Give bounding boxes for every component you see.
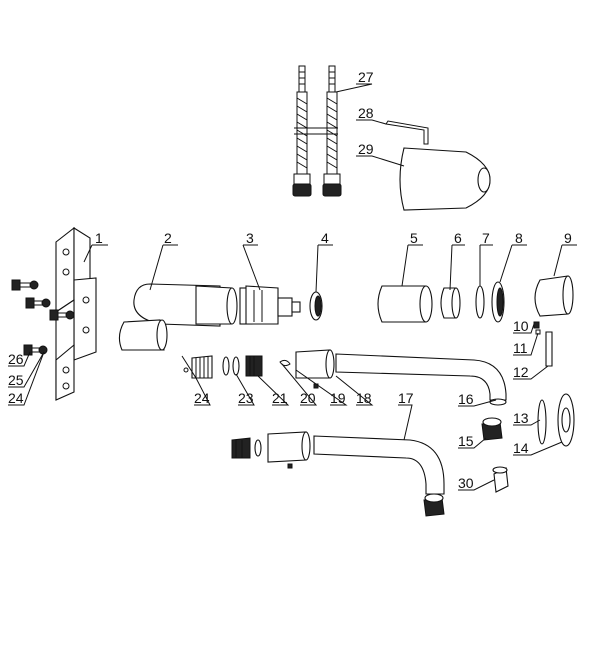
callout-28: 28	[358, 105, 374, 121]
check-valve-lower	[231, 437, 262, 459]
callout-10: 10	[513, 318, 529, 334]
callout-13: 13	[513, 410, 529, 426]
spout-escutcheon	[557, 393, 575, 447]
mounting-bracket	[55, 226, 97, 401]
callout-29: 29	[358, 141, 374, 157]
set-screw	[533, 321, 540, 329]
flexible-hose-pair	[292, 65, 342, 197]
valve-body	[118, 283, 238, 351]
handle-cap	[534, 275, 574, 317]
callout-9: 9	[564, 230, 572, 246]
spout-sleeve	[295, 349, 335, 389]
flange-ring	[491, 281, 505, 323]
spout-lower	[313, 435, 445, 495]
callout-27: 27	[358, 69, 374, 85]
callout-2: 2	[164, 230, 172, 246]
callout-8: 8	[515, 230, 523, 246]
aerator-lower	[423, 493, 445, 517]
hex-key	[385, 120, 429, 145]
sleeve-cap	[440, 287, 461, 319]
callout-30: 30	[458, 475, 474, 491]
callout-15: 15	[458, 433, 474, 449]
callout-25: 25	[8, 372, 24, 388]
callout-17: 17	[398, 390, 414, 406]
callout-1: 1	[95, 230, 103, 246]
o-ring	[475, 285, 485, 319]
callout-11: 11	[513, 340, 528, 356]
callout-14: 14	[513, 440, 529, 456]
spout-upper	[335, 353, 507, 406]
callout-6: 6	[454, 230, 462, 246]
callout-7: 7	[482, 230, 490, 246]
callout-26: 26	[8, 351, 24, 367]
callout-4: 4	[321, 230, 329, 246]
screw-2	[25, 297, 51, 309]
sleeve	[377, 285, 433, 323]
callout-leaders	[8, 83, 577, 491]
callout-24-left: 24	[8, 390, 24, 406]
callout-21: 21	[272, 390, 288, 406]
o-rings-set	[222, 356, 240, 376]
screw-1	[11, 279, 39, 291]
aerator-upper	[481, 417, 503, 441]
callout-3: 3	[246, 230, 254, 246]
spout-sleeve-lower	[267, 431, 311, 469]
valve-cartridge	[239, 285, 301, 325]
callout-labels: 1 2 3 4 5 6 7 8 9 10 11 12 13 14 15 16 1…	[8, 69, 572, 491]
callout-12: 12	[513, 364, 529, 380]
callout-18: 18	[356, 390, 372, 406]
check-valve	[245, 355, 263, 377]
spring-clip	[279, 359, 291, 367]
flexible-hose-right	[322, 65, 342, 197]
valve-stem-lower	[183, 355, 213, 379]
decorative-cover	[399, 147, 491, 211]
callout-24-middle: 24	[194, 390, 210, 406]
flexible-hose-left	[292, 65, 312, 197]
screw-3	[49, 309, 75, 321]
callout-20: 20	[300, 390, 316, 406]
lever-pin	[545, 331, 553, 367]
callout-19: 19	[330, 390, 346, 406]
callout-16: 16	[458, 391, 474, 407]
aerator-key	[492, 466, 509, 493]
wall-screws	[11, 279, 75, 356]
spout-o-ring	[537, 399, 547, 445]
callout-23: 23	[238, 390, 254, 406]
lock-nut	[309, 291, 323, 321]
callout-5: 5	[410, 230, 418, 246]
